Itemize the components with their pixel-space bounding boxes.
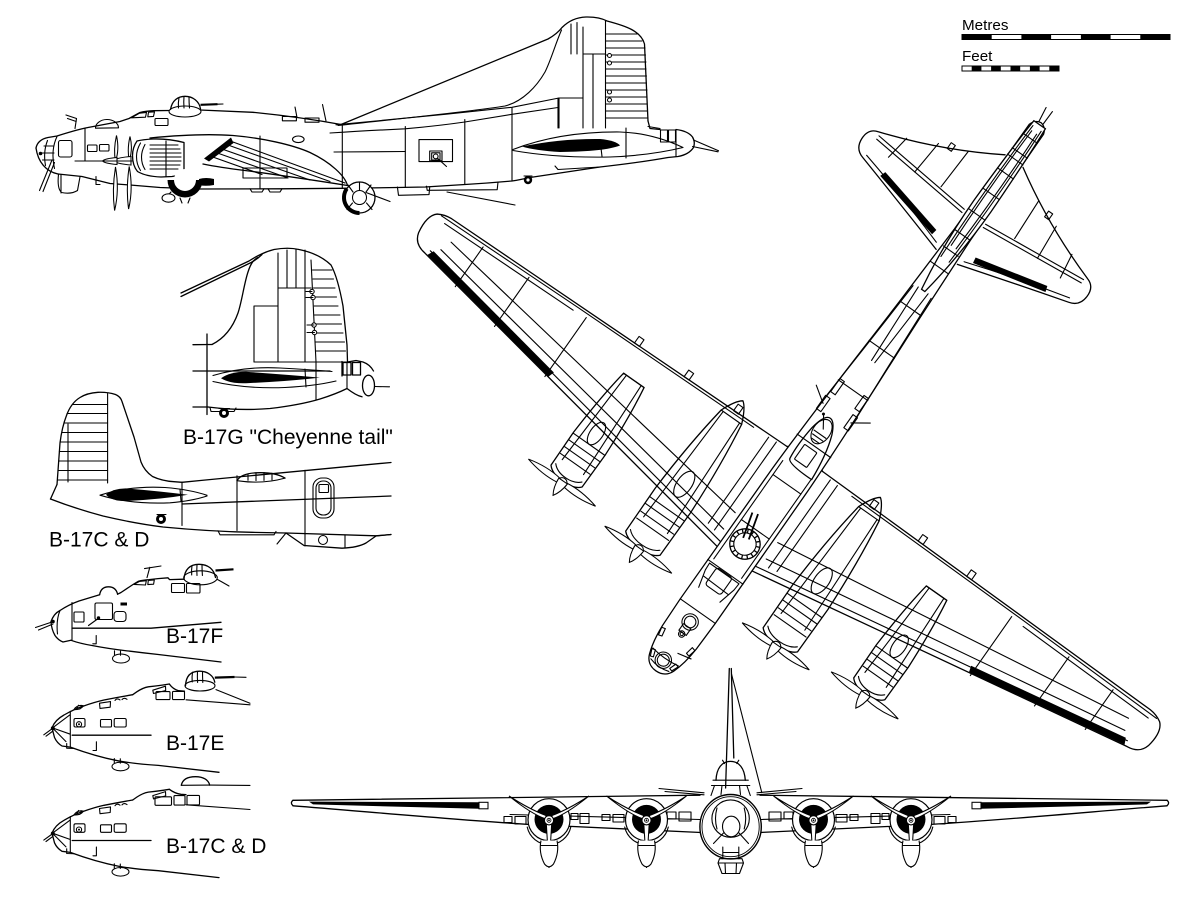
svg-text:B-17C & D: B-17C & D — [166, 835, 266, 858]
svg-text:B-17E: B-17E — [166, 732, 224, 755]
svg-text:B-17C & D: B-17C & D — [49, 529, 149, 552]
svg-text:B-17F: B-17F — [166, 625, 223, 648]
svg-text:Metres: Metres — [962, 17, 1009, 34]
svg-text:B-17G "Cheyenne tail": B-17G "Cheyenne tail" — [183, 426, 393, 449]
svg-text:Feet: Feet — [962, 48, 993, 65]
